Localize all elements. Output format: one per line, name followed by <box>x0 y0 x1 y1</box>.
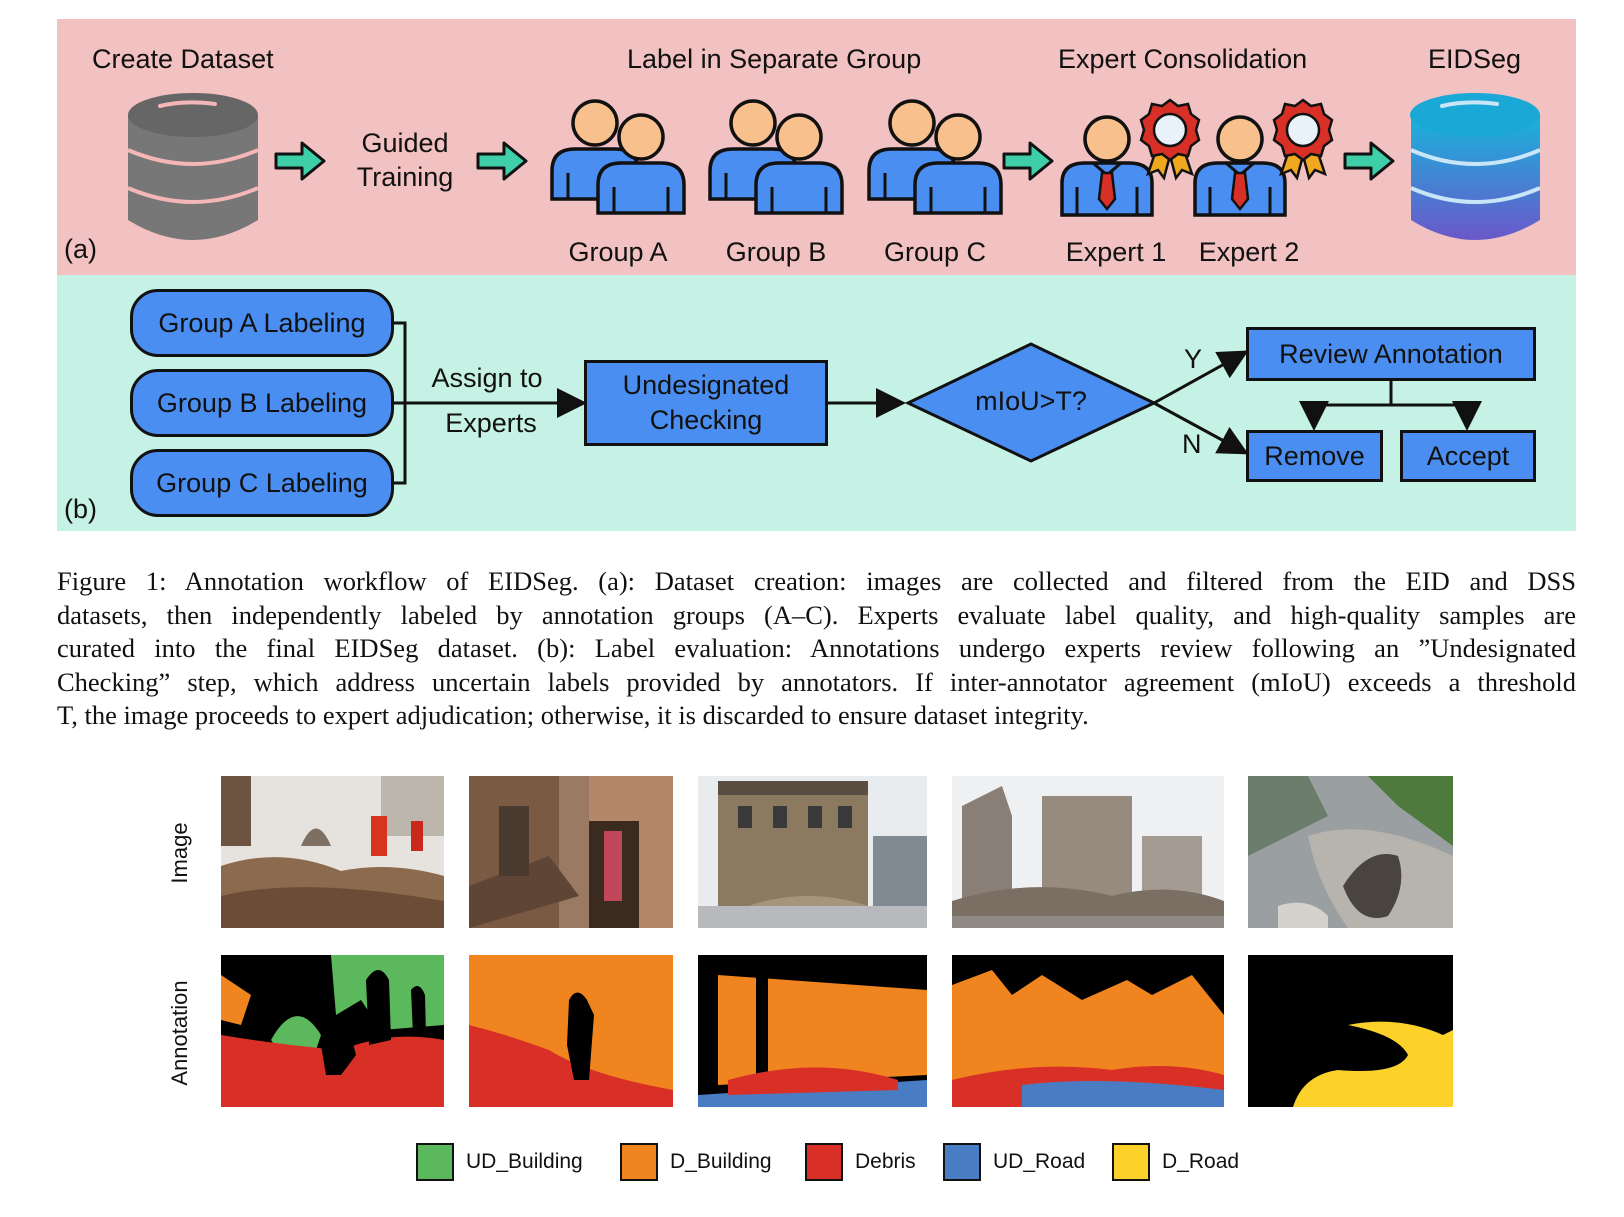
caption-line: datasets, then independently labeled by … <box>57 599 1576 630</box>
legend-label: D_Road <box>1162 1150 1240 1173</box>
legend-debris: Debris <box>805 1143 916 1181</box>
legend-label: Debris <box>855 1150 916 1173</box>
legend-label: UD_Building <box>466 1150 583 1173</box>
panel-a-graphics <box>127 93 1541 240</box>
yes-label: Y <box>1184 344 1203 374</box>
assign-to-line2: Experts <box>445 408 537 438</box>
caption-line: curated into the final EIDSeg dataset. (… <box>57 633 1576 663</box>
label-group-heading: Label in Separate Group <box>627 44 922 74</box>
no-arrow <box>1153 401 1249 455</box>
legend-swatch <box>943 1143 981 1181</box>
row-label-annotation: Annotation <box>167 980 192 1086</box>
group-a-labeling-pill: Group A Labeling <box>130 289 394 357</box>
legend-swatch <box>620 1143 658 1181</box>
no-label: N <box>1182 429 1202 459</box>
annotation-mask <box>469 955 673 1107</box>
group-b-label: Group B <box>725 237 827 267</box>
guided-training-line1: Guided <box>361 128 449 158</box>
legend-swatch <box>805 1143 843 1181</box>
undesignated-checking-box: Undesignated Checking <box>584 360 828 446</box>
photo-thumbnail <box>952 776 1224 928</box>
legend-ud-building: UD_Building <box>416 1143 583 1181</box>
annotation-mask <box>952 955 1224 1107</box>
database-gray-icon <box>127 93 259 240</box>
assign-to-line1: Assign to <box>431 363 543 393</box>
undesignated-line1: Undesignated <box>622 370 790 400</box>
legend-ud-road: UD_Road <box>943 1143 1085 1181</box>
caption-line: T, the image proceeds to expert adjudica… <box>57 700 1089 730</box>
legend-label: UD_Road <box>993 1150 1086 1173</box>
expert-1-label: Expert 1 <box>1065 237 1167 267</box>
figure-caption: Figure 1: Annotation workflow of EIDSeg.… <box>57 565 1576 733</box>
remove-box: Remove <box>1246 430 1383 482</box>
accept-box: Accept <box>1400 430 1536 482</box>
legend-swatch <box>1112 1143 1150 1181</box>
legend-d-road: D_Road <box>1112 1143 1239 1181</box>
create-dataset-label: Create Dataset <box>92 44 274 74</box>
caption-line: Checking” step, which address uncertain … <box>57 666 1576 697</box>
yes-arrow <box>1153 350 1249 405</box>
group-c-label: Group C <box>883 237 987 267</box>
caption-line: Figure 1: Annotation workflow of EIDSeg.… <box>57 566 1576 596</box>
panel-b-tag: (b) <box>64 494 97 524</box>
guided-training-line2: Training <box>356 162 454 192</box>
decision-label: mIoU>T? <box>975 386 1087 416</box>
legend-label: D_Building <box>670 1150 772 1173</box>
photo-thumbnail <box>221 776 444 928</box>
annotation-mask <box>221 955 444 1107</box>
expert-consolidation-heading: Expert Consolidation <box>1058 44 1308 74</box>
eidseg-heading: EIDSeg <box>1428 44 1522 74</box>
annotation-mask <box>1248 955 1453 1107</box>
legend-d-building: D_Building <box>620 1143 772 1181</box>
photo-thumbnail <box>698 776 927 928</box>
undesignated-line2: Checking <box>649 405 763 435</box>
row-label-image: Image <box>167 822 192 884</box>
annotation-mask <box>698 955 927 1107</box>
group-b-labeling-pill: Group B Labeling <box>130 369 394 437</box>
group-c-labeling-pill: Group C Labeling <box>130 449 394 517</box>
database-blue-icon <box>1410 93 1541 240</box>
photo-thumbnail <box>469 776 673 928</box>
review-annotation-box: Review Annotation <box>1246 327 1536 381</box>
photo-thumbnail <box>1248 776 1453 928</box>
group-a-label: Group A <box>568 237 668 267</box>
legend-swatch <box>416 1143 454 1181</box>
panel-b-connectors <box>392 321 1482 485</box>
expert-2-label: Expert 2 <box>1198 237 1300 267</box>
panel-a-tag: (a) <box>64 234 97 264</box>
